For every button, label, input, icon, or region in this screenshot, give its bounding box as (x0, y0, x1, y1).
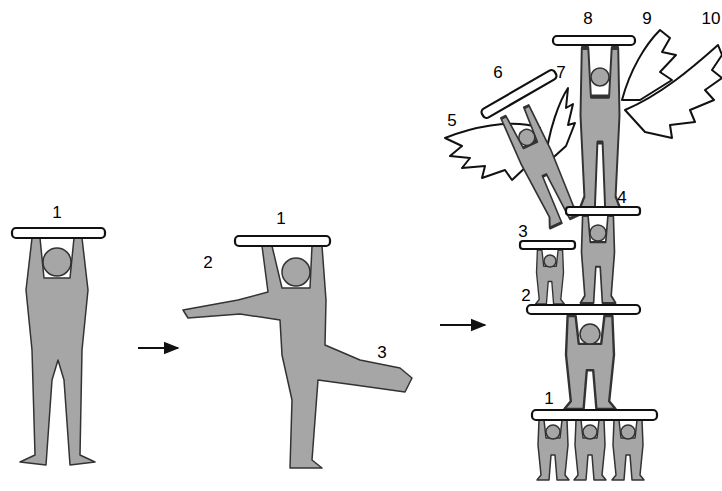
person-silhouette (20, 238, 95, 465)
callout-number: 3 (518, 223, 527, 240)
callout-number: 4 (617, 189, 626, 206)
plank (532, 410, 657, 420)
person-head (282, 258, 310, 286)
callout-number: 7 (556, 64, 565, 81)
wing (625, 45, 722, 138)
sequence-arrow (440, 324, 485, 326)
callout-number: 2 (203, 254, 212, 271)
person-silhouette (183, 246, 412, 468)
callout-number: 5 (447, 112, 456, 129)
callout-number: 8 (583, 10, 592, 27)
plank (480, 69, 558, 120)
plank (566, 207, 640, 215)
person-head (43, 248, 71, 276)
plank (553, 36, 635, 45)
person-silhouette (579, 48, 621, 210)
callout-number: 1 (276, 210, 285, 227)
sequence-arrow (138, 347, 178, 349)
callout-number: 2 (521, 287, 530, 304)
callout-number: 3 (377, 344, 386, 361)
plank (235, 236, 330, 246)
callout-number: 1 (52, 204, 61, 221)
callout-number: 10 (702, 10, 721, 27)
person-silhouette (580, 216, 615, 303)
person-silhouette (564, 316, 615, 409)
person-silhouette (537, 420, 644, 480)
person-silhouette (536, 250, 565, 304)
plank (527, 305, 640, 314)
plank (12, 228, 105, 238)
callout-number: 9 (642, 10, 651, 27)
callout-number: 6 (493, 64, 502, 81)
plank (520, 241, 575, 249)
callout-number: 1 (544, 390, 553, 407)
